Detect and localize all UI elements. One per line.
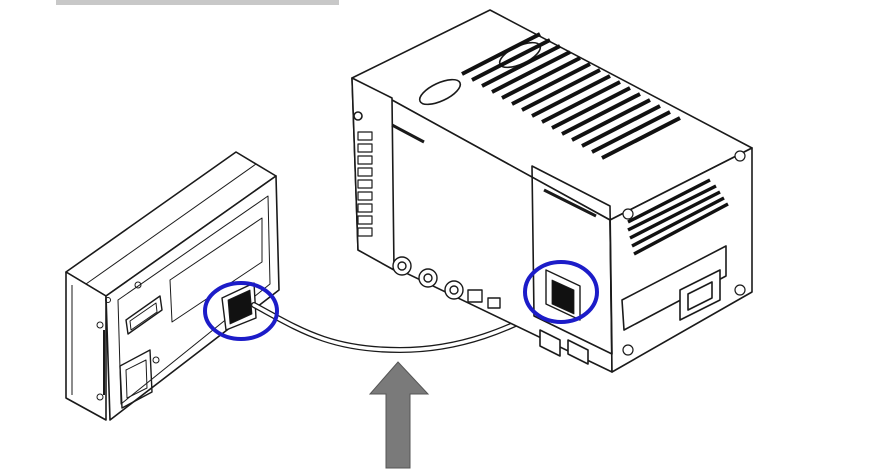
highlight-right-port (523, 260, 599, 324)
header-rule (56, 0, 339, 5)
display-unit (65, 151, 280, 421)
highlight-left-port (203, 281, 279, 341)
pointer-arrow (368, 361, 430, 469)
controller-unit (351, 9, 753, 373)
